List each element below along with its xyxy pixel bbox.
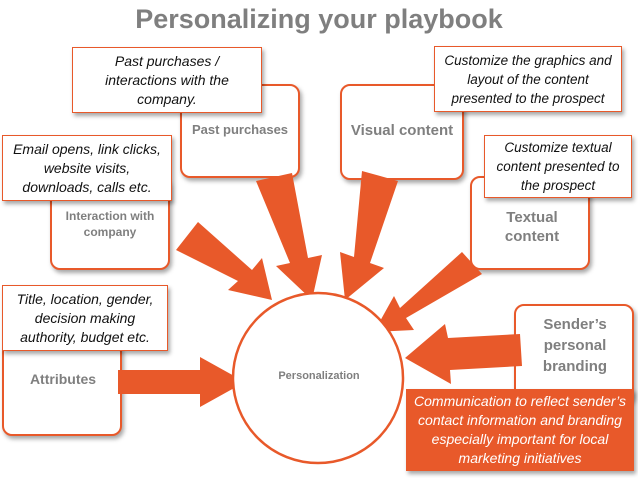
- card-label-past-purchases: Past purchases: [191, 122, 289, 137]
- card-label-interaction: Interaction with company: [65, 209, 155, 239]
- arrow-from-past-purchases: [256, 173, 322, 300]
- card-label-senders-branding: Sender’s personal branding: [542, 316, 608, 375]
- center-label: Personalization: [278, 370, 360, 382]
- arrow-from-attributes: [118, 357, 245, 407]
- note-attributes: Title, location, gender, decision making…: [2, 285, 168, 351]
- note-past-purchases: Past purchases / interactions with the c…: [72, 47, 262, 113]
- note-customize-textual: Customize textual content presented to t…: [484, 135, 632, 198]
- arrow-from-visual-content: [340, 171, 398, 300]
- arrow-from-senders-branding: [405, 324, 522, 384]
- note-customize-graphics: Customize the graphics and layout of the…: [434, 46, 622, 112]
- card-label-attributes: Attributes: [29, 371, 97, 387]
- arrow-from-interaction: [176, 222, 272, 300]
- arrow-from-textual-content: [374, 252, 482, 332]
- center-circle: [231, 291, 405, 465]
- note-email-opens: Email opens, link clicks, website visits…: [2, 135, 172, 201]
- card-label-visual-content: Visual content: [350, 122, 454, 139]
- card-label-textual-content: Textual content: [504, 209, 560, 245]
- page-title: Personalizing your playbook: [135, 4, 503, 34]
- card-senders-branding: Sender’s personal branding: [514, 304, 634, 404]
- note-senders-branding: Communication to reflect sender’s contac…: [406, 389, 634, 471]
